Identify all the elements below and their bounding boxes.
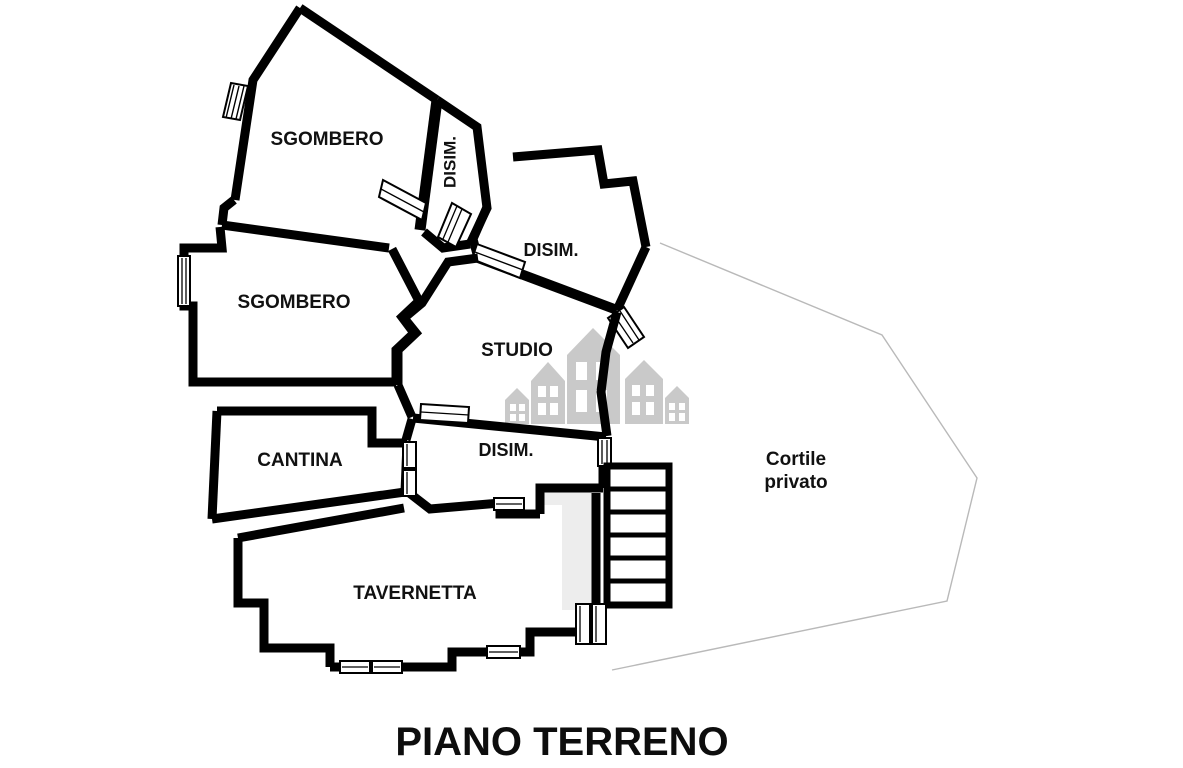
houses-watermark <box>505 328 689 424</box>
courtyard-label-line2: privato <box>764 472 827 493</box>
door-disim-upper-west <box>470 242 527 280</box>
door-disim-vertical-bottom <box>436 201 473 249</box>
window-tavernetta-south-1 <box>339 660 371 674</box>
room-label-cantina: CANTINA <box>257 450 343 471</box>
room-label-studio: STUDIO <box>481 340 553 361</box>
room-label-tavernetta: TAVERNETTA <box>353 583 477 604</box>
room-studio <box>393 253 622 442</box>
room-label-sgombero-top: SGOMBERO <box>271 129 384 150</box>
stair-treads <box>610 486 666 584</box>
room-label-sgombero-left: SGOMBERO <box>238 292 351 313</box>
room-tavernetta <box>233 503 607 674</box>
window-tavernetta-south-2 <box>371 660 403 674</box>
page-title: PIANO TERRENO <box>395 720 728 764</box>
room-label-disim-upper: DISIM. <box>523 240 578 260</box>
window-sgombero-top-nw <box>221 81 250 122</box>
door-studio-southwest <box>418 402 471 425</box>
staircase <box>591 462 673 609</box>
room-label-disim-lower: DISIM. <box>478 440 533 460</box>
window-tavernetta-southeast <box>486 645 521 659</box>
door-disim-to-stairs <box>597 437 612 467</box>
room-sgombero-top <box>217 4 443 253</box>
room-label-disim-vertical: DISIM. <box>440 136 459 188</box>
courtyard-label-line1: Cortile <box>766 449 826 470</box>
window-sgombero-left-west <box>177 255 191 307</box>
door-sgombero-top-to-disim <box>377 178 428 222</box>
window-tavernetta-east <box>575 603 607 645</box>
room-disim-lower <box>401 417 612 519</box>
room-disim-upper <box>468 145 651 350</box>
door-disim-to-tavernetta <box>493 497 525 511</box>
hall-landing-fill <box>536 487 592 610</box>
courtyard-boundary-line <box>611 242 978 671</box>
door-cantina-to-disim <box>402 441 417 497</box>
